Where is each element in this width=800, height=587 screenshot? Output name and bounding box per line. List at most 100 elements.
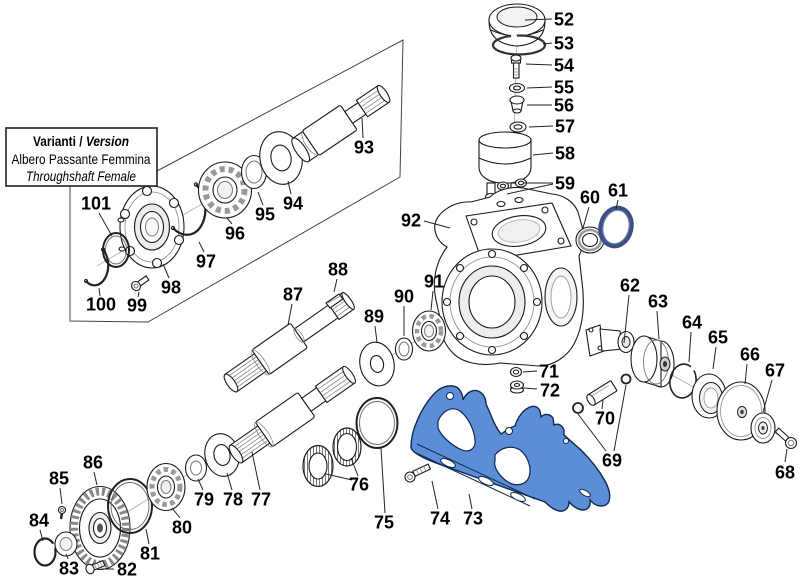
leader-line-53 [542,42,553,45]
part-label-67: 67 [765,361,785,381]
leader-line-78 [226,472,233,491]
part-81-oring-drawing [107,478,153,534]
leader-line-100 [98,287,101,297]
part-72-flange-nut-drawing [509,380,525,394]
leader-line-57 [528,125,554,128]
part-80-bearing-drawing [146,462,186,512]
part-label-73: 73 [463,509,483,529]
variant-box-subtitle-en: Throughshaft Female [26,168,136,184]
part-label-100: 100 [86,295,116,315]
part-label-101: 101 [81,194,111,214]
part-62-conrod-drawing [585,324,635,357]
variant-box-title: Varianti / Version [33,133,129,149]
leader-line-80 [171,507,181,519]
leader-line-58 [532,152,554,156]
part-label-90: 90 [394,287,414,307]
part-label-89: 89 [364,307,384,327]
part-63-piston-drawing [630,335,675,388]
part-92-crankcase-drawing [433,186,584,367]
part-label-72: 72 [540,381,560,401]
leader-line-67 [762,379,773,413]
part-label-86: 86 [83,453,103,473]
part-87-shaft-drawing [223,292,355,393]
part-54-screw-drawing [510,54,522,79]
leader-line-95 [257,191,264,206]
leader-line-54 [525,63,553,66]
part-99-screw-drawing [131,275,150,292]
part-label-70: 70 [595,409,615,429]
part-71-nut-drawing [509,366,523,378]
part-label-54: 54 [554,56,574,76]
leader-line-77 [251,451,261,491]
leader-line-61 [615,199,619,210]
part-label-82: 82 [117,560,137,580]
part-68-bolt-drawing [774,427,798,450]
part-89-disc-drawing [359,341,395,387]
part-84-snap-ring-drawing [33,537,57,567]
part-label-80: 80 [172,518,192,538]
part-label-98: 98 [161,278,181,298]
part-91-bearing-drawing [411,310,447,352]
part-label-91: 91 [424,272,444,292]
leader-line-74 [431,480,439,510]
leader-line-69 [613,384,627,452]
leader-line-76 [325,473,353,481]
part-label-65: 65 [708,328,728,348]
part-94-washer-drawing [259,131,303,185]
leader-line-98 [162,263,170,279]
part-88-key-drawing [325,293,344,309]
part-label-71: 71 [539,362,559,382]
part-label-63: 63 [648,292,668,312]
part-74-bolt-drawing [404,463,432,483]
leader-line-85 [59,487,63,505]
part-label-85: 85 [49,469,69,489]
leader-line-66 [744,363,748,385]
leader-line-63 [656,310,660,340]
leader-line-52 [524,18,553,21]
variant-box-subtitle-it: Albero Passante Femmina [12,151,151,167]
part-61-blue-oring-drawing [598,205,634,249]
leader-line-101 [98,212,113,237]
part-55-washer-drawing [508,82,526,94]
part-label-97: 97 [196,252,216,272]
leader-line-99 [137,291,140,298]
leader-line-70 [601,399,604,410]
part-73-bracket-drawing [410,385,611,512]
part-86-cover-drawing [69,485,131,571]
leader-line-64 [688,331,692,363]
leader-line-69 [577,413,607,452]
part-75-oring-drawing [355,397,399,449]
blue-oring [598,205,634,249]
part-93-throughshaft-drawing [291,84,391,163]
leader-line-93 [361,117,364,139]
part-77-pump-shaft-drawing [228,365,357,464]
part-57-washer-drawing [509,121,527,133]
part-label-96: 96 [225,224,245,244]
part-label-55: 55 [554,78,574,98]
part-83-washer-drawing [54,531,78,557]
part-79-washer-drawing [184,454,208,482]
part-69-orings-drawing [572,373,632,414]
part-label-94: 94 [283,194,303,214]
leader-line-84 [39,529,44,542]
part-label-83: 83 [59,559,79,579]
part-label-84: 84 [29,511,49,531]
leader-line-97 [198,241,205,253]
leader-line-76 [350,457,359,477]
part-label-60: 60 [580,188,600,208]
leader-line-62 [623,294,630,344]
part-label-95: 95 [255,205,275,225]
part-label-52: 52 [554,10,574,30]
part-label-66: 66 [740,345,760,365]
leader-line-88 [333,278,338,293]
part-label-87: 87 [283,285,303,305]
part-label-99: 99 [127,296,147,316]
part-label-81: 81 [140,544,160,564]
part-85-screw-drawing [57,505,67,520]
part-90-ring-drawing [394,337,414,361]
part-label-59: 59 [555,174,575,194]
part-76-needle-bearings-drawing [302,427,362,488]
leader-line-65 [712,346,717,370]
part-label-58: 58 [555,144,575,164]
